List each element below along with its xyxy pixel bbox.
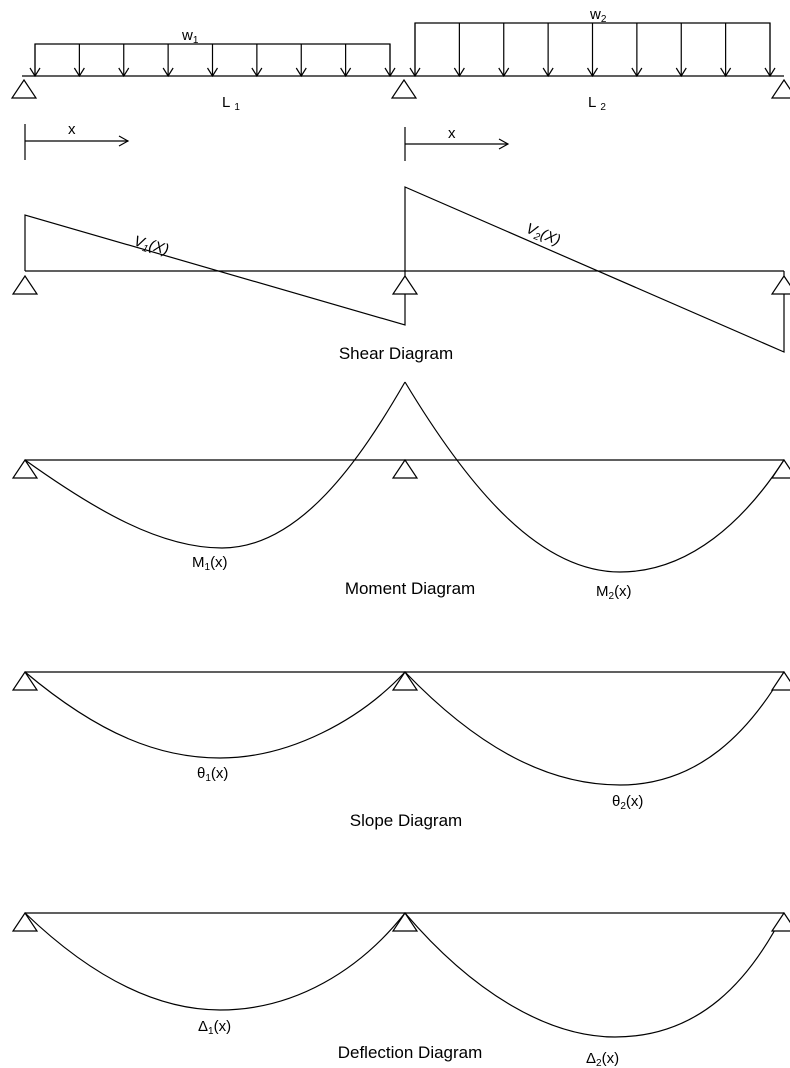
x-axis-marker-1: x — [24, 121, 130, 160]
moment-curve-span-2 — [404, 381, 785, 573]
x-marker-label-1: x — [68, 121, 76, 138]
load-arrow — [764, 23, 776, 78]
load-arrow — [631, 23, 643, 78]
arrowhead — [118, 135, 130, 147]
support-right — [770, 458, 790, 479]
moment-diagram-caption: Moment Diagram — [345, 579, 475, 598]
load-arrow — [295, 44, 307, 78]
load-arrow — [73, 44, 85, 78]
support-left — [11, 911, 39, 932]
support-middle — [391, 274, 419, 295]
slope-curve-span-2 — [404, 671, 785, 786]
load-arrow — [409, 23, 421, 78]
load-arrow — [118, 44, 130, 78]
shear-span-1 — [24, 214, 406, 326]
slope-theta1-label: θ1(x) — [197, 765, 228, 784]
x-marker-label-2: x — [448, 125, 456, 142]
deflection-diagram-caption: Deflection Diagram — [338, 1043, 483, 1062]
support-middle — [390, 78, 418, 99]
shear-v2-label: V2(X) — [523, 220, 563, 251]
shear-diagram-caption: Shear Diagram — [339, 344, 453, 363]
support-right — [770, 78, 790, 99]
support-right — [770, 274, 790, 295]
load-w1-label: w1 — [181, 27, 199, 46]
load-arrow — [453, 23, 465, 78]
slope-diagram: θ1(x) θ2(x) Slope Diagram — [11, 670, 790, 830]
shear-diagram: V1(X) V2(X) Shear Diagram — [11, 186, 790, 363]
moment-m2-label: M2(x) — [596, 583, 632, 602]
load-w1-arrows — [29, 44, 396, 78]
moment-curve-span-1 — [24, 381, 406, 549]
load-w2-label: w2 — [589, 6, 607, 25]
slope-diagram-caption: Slope Diagram — [350, 811, 462, 830]
load-arrow — [340, 44, 352, 78]
load-arrow — [498, 23, 510, 78]
moment-m1-label: M1(x) — [192, 554, 228, 573]
support-middle — [391, 458, 419, 479]
deflection-delta1-label: Δ1(x) — [198, 1018, 231, 1037]
moment-diagram: M1(x) M2(x) Moment Diagram — [11, 381, 790, 602]
support-left — [11, 274, 39, 295]
support-middle — [391, 670, 419, 691]
shear-v1-label: V1(X) — [131, 233, 170, 261]
x-axis-marker-2: x — [404, 125, 510, 161]
shear-span-2 — [404, 186, 785, 353]
load-arrow — [542, 23, 554, 78]
load-arrow — [29, 44, 41, 78]
support-right — [770, 911, 790, 932]
load-arrow — [384, 44, 396, 78]
load-w2-arrows — [409, 23, 776, 78]
support-middle — [391, 911, 419, 932]
support-left — [11, 458, 39, 479]
support-right — [770, 670, 790, 691]
deflection-curve-span-2 — [404, 912, 785, 1038]
support-left — [10, 78, 38, 99]
slope-curve-span-1 — [24, 671, 406, 759]
load-arrow — [720, 23, 732, 78]
deflection-delta2-label: Δ2(x) — [586, 1050, 619, 1068]
deflection-curve-span-1 — [24, 912, 406, 1011]
slope-theta2-label: θ2(x) — [612, 793, 643, 812]
load-arrow — [206, 44, 219, 78]
deflection-diagram: Δ1(x) Δ2(x) Deflection Diagram — [11, 911, 790, 1068]
arrowhead — [498, 138, 510, 150]
support-left — [11, 670, 39, 691]
load-arrow — [162, 44, 174, 78]
load-arrow — [675, 23, 687, 78]
load-arrow — [251, 44, 263, 78]
load-arrow — [586, 23, 599, 78]
